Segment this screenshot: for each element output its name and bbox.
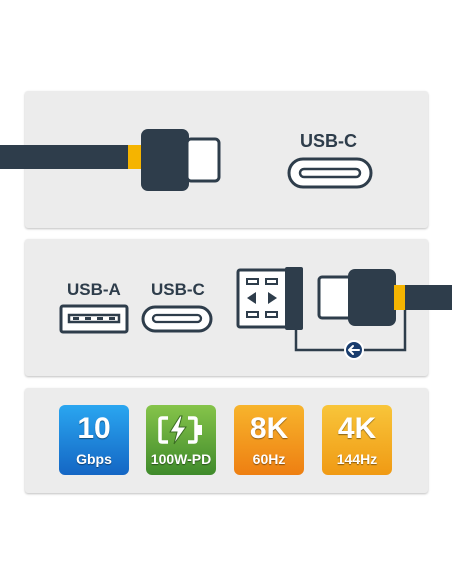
4k-badge: 4K 144Hz xyxy=(322,405,392,475)
charging-battery-icon xyxy=(158,415,202,445)
power-delivery-badge: 100W-PD xyxy=(146,405,216,475)
usb-a-port-icon xyxy=(59,304,129,334)
speed-unit: Gbps xyxy=(76,451,112,467)
usb-c-port-icon-2 xyxy=(141,305,213,333)
4k-resolution: 4K xyxy=(337,412,377,445)
8k-refresh-rate: 60Hz xyxy=(252,451,286,467)
usb-c-port-icon xyxy=(287,157,373,189)
speed-badge: 10 Gbps xyxy=(59,405,129,475)
usb-a-label: USB-A xyxy=(67,280,121,299)
usb-c-label: USB-C xyxy=(300,131,357,151)
4k-refresh-rate: 144Hz xyxy=(336,451,378,467)
speed-value: 10 xyxy=(77,412,111,445)
8k-resolution: 8K xyxy=(249,412,289,445)
power-delivery-label: 100W-PD xyxy=(150,451,212,467)
usb-c-label-2: USB-C xyxy=(151,280,205,299)
8k-badge: 8K 60Hz xyxy=(234,405,304,475)
